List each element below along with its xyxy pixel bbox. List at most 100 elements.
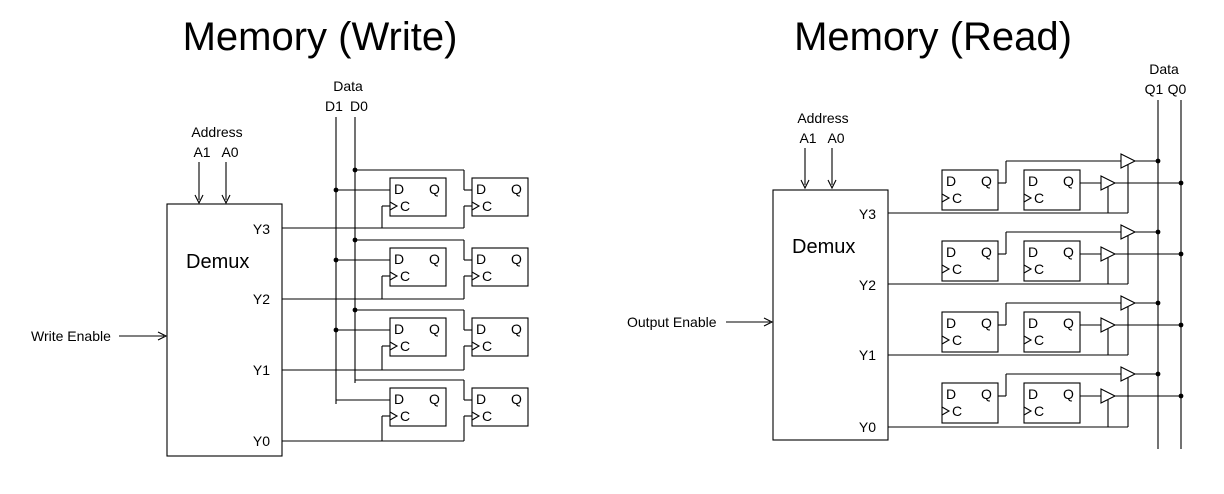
write-data-label: Data	[333, 78, 363, 94]
flip-flop-c-label: C	[1034, 261, 1044, 277]
tri-state-buffer	[1120, 153, 1137, 169]
read-title: Memory (Read)	[794, 15, 1072, 59]
output-enable-label: Output Enable	[627, 314, 717, 330]
flip-flop-c-label: C	[482, 408, 492, 424]
flip-flop-c-label: C	[400, 338, 410, 354]
flip-flop-q-label: Q	[429, 321, 440, 337]
flip-flop-d-label: D	[946, 244, 956, 260]
flip-flop-body	[941, 169, 999, 211]
d-flip-flop: D Q C	[941, 240, 999, 282]
flip-flop-q-label: Q	[511, 391, 522, 407]
write-title: Memory (Write)	[183, 15, 458, 59]
flip-flop-body	[941, 240, 999, 282]
flip-flop-body	[389, 247, 447, 287]
flip-flop-d-label: D	[394, 251, 404, 267]
write-data-pin-d0: D0	[350, 98, 368, 114]
flip-flop-q-label: Q	[981, 315, 992, 331]
wire-junction	[1155, 158, 1161, 164]
flip-flop-c-label: C	[1034, 190, 1044, 206]
flip-flop-body	[389, 317, 447, 357]
write-demux	[166, 203, 283, 457]
wire-junction	[1155, 229, 1161, 235]
flip-flop-c-label: C	[482, 198, 492, 214]
wire-junction	[1178, 251, 1184, 257]
flip-flop-q-label: Q	[511, 321, 522, 337]
wire-junction	[1178, 180, 1184, 186]
flip-flop-c-label: C	[952, 261, 962, 277]
flip-flop-body	[941, 382, 999, 424]
flip-flop-c-label: C	[1034, 332, 1044, 348]
write-output-y0: Y0	[253, 433, 270, 449]
flip-flop-d-label: D	[946, 173, 956, 189]
flip-flop-body	[1023, 311, 1081, 353]
read-output-y1: Y1	[859, 347, 876, 363]
flip-flop-d-label: D	[476, 391, 486, 407]
flip-flop-d-label: D	[476, 251, 486, 267]
flip-flop-c-label: C	[400, 408, 410, 424]
write-data-pin-d1: D1	[325, 98, 343, 114]
write-output-y1: Y1	[253, 362, 270, 378]
read-data-pin-q0: Q0	[1168, 81, 1187, 97]
d-flip-flop: D Q C	[1023, 240, 1081, 282]
flip-flop-c-label: C	[482, 338, 492, 354]
d-flip-flop: D Q C	[941, 311, 999, 353]
flip-flop-q-label: Q	[429, 251, 440, 267]
flip-flop-d-label: D	[1028, 315, 1038, 331]
read-output-y2: Y2	[859, 277, 876, 293]
tri-state-buffer	[1120, 224, 1137, 240]
wire-junction	[1178, 322, 1184, 328]
flip-flop-q-label: Q	[1063, 173, 1074, 189]
flip-flop-q-label: Q	[511, 251, 522, 267]
flip-flop-body	[389, 387, 447, 427]
flip-flop-q-label: Q	[981, 244, 992, 260]
flip-flop-body	[1023, 169, 1081, 211]
flip-flop-d-label: D	[394, 391, 404, 407]
write-panel: Data D1 D0 Address A1 A0 Demux Y3 Y2 Y1 …	[31, 78, 529, 457]
flip-flop-d-label: D	[1028, 386, 1038, 402]
read-demux	[772, 189, 889, 441]
read-data-pin-q1: Q1	[1145, 81, 1164, 97]
flip-flop-d-label: D	[394, 181, 404, 197]
flip-flop-body	[471, 247, 529, 287]
wire-junction	[1155, 371, 1161, 377]
flip-flop-c-label: C	[952, 332, 962, 348]
flip-flop-body	[941, 311, 999, 353]
tri-state-buffer	[1100, 317, 1117, 333]
tri-state-buffer	[1100, 246, 1117, 262]
flip-flop-q-label: Q	[1063, 386, 1074, 402]
flip-flop-q-label: Q	[981, 386, 992, 402]
flip-flop-q-label: Q	[429, 181, 440, 197]
read-output-y3: Y3	[859, 206, 876, 222]
read-address-pin-a1: A1	[799, 130, 816, 146]
write-address-pin-a0: A0	[221, 144, 238, 160]
read-panel: Data Q1 Q0 Address A1 A0 Demux Y3 Y2 Y1 …	[627, 61, 1187, 449]
flip-flop-c-label: C	[400, 198, 410, 214]
d-flip-flop: D Q C	[389, 177, 447, 217]
flip-flop-d-label: D	[946, 315, 956, 331]
write-output-y2: Y2	[253, 291, 270, 307]
flip-flop-d-label: D	[1028, 244, 1038, 260]
tri-state-buffer	[1100, 388, 1117, 404]
flip-flop-q-label: Q	[981, 173, 992, 189]
read-data-label: Data	[1149, 61, 1179, 77]
flip-flop-q-label: Q	[1063, 244, 1074, 260]
flip-flop-body	[471, 387, 529, 427]
